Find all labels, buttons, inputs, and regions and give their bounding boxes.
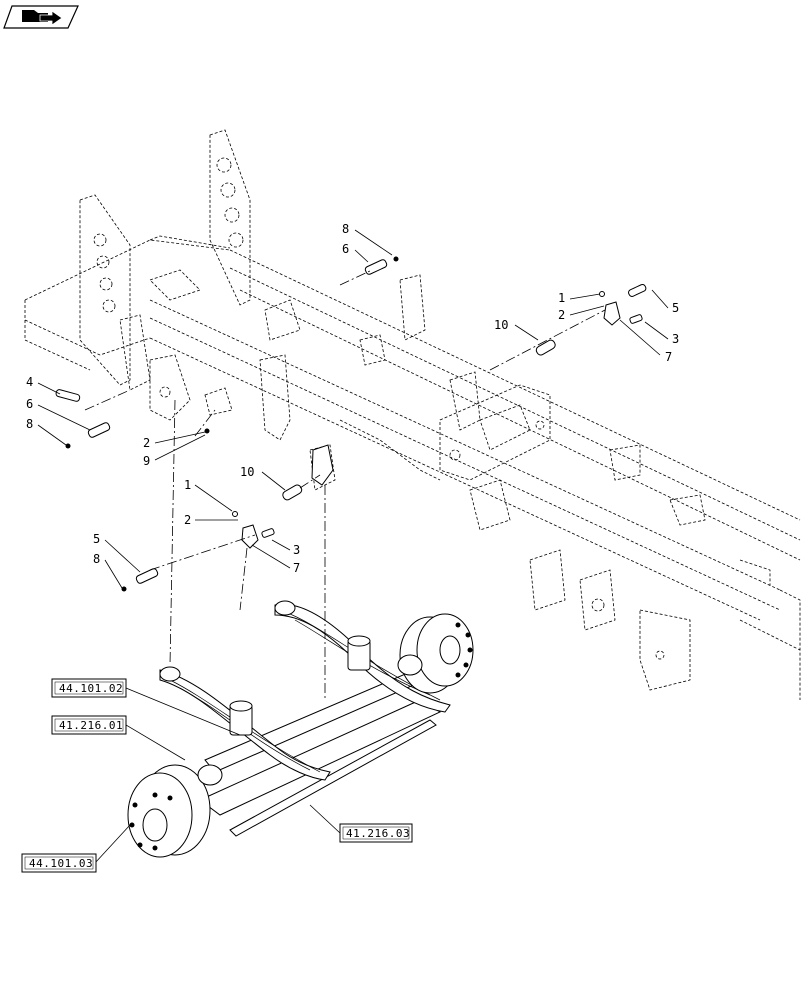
callout-7: 7	[665, 350, 672, 364]
ref-link-44-101-03[interactable]: 44.101.03	[21, 853, 97, 873]
callout-1: 1	[184, 478, 191, 492]
frame-outline	[24, 129, 801, 700]
callout-labels: 1 2 5 3 7 10 8 6 4 6 8 2 9 10 1 2 3 7 5 …	[26, 222, 679, 575]
parts-group-c	[121, 444, 334, 592]
callout-2: 2	[143, 436, 150, 450]
callout-10: 10	[494, 318, 508, 332]
callout-4: 4	[26, 375, 33, 389]
callout-9: 9	[143, 454, 150, 468]
ref-link-44-101-02[interactable]: 44.101.02	[51, 678, 127, 698]
callout-8: 8	[26, 417, 33, 431]
callout-3: 3	[293, 543, 300, 557]
ref-link-41-216-01[interactable]: 41.216.01	[51, 715, 127, 735]
ref-label: 41.216.01	[59, 719, 123, 732]
callout-leaders	[37, 229, 669, 864]
ref-label: 44.101.03	[29, 857, 93, 870]
callout-6: 6	[342, 242, 349, 256]
callout-8: 8	[342, 222, 349, 236]
callout-5: 5	[672, 301, 679, 315]
alignment-lines	[169, 399, 326, 700]
callout-2: 2	[558, 308, 565, 322]
parts-group-b	[55, 389, 216, 449]
callout-6: 6	[26, 397, 33, 411]
arrow-folder-icon[interactable]	[3, 5, 79, 29]
callout-5: 5	[93, 532, 100, 546]
callout-1: 1	[558, 291, 565, 305]
callout-10: 10	[240, 465, 254, 479]
callout-8: 8	[93, 552, 100, 566]
axle-assembly	[127, 600, 474, 858]
callout-7: 7	[293, 561, 300, 575]
reference-boxes: 44.101.02 41.216.01 41.216.03 44.101.03	[21, 678, 413, 873]
ref-link-41-216-03[interactable]: 41.216.03	[339, 823, 413, 843]
parts-group-a	[339, 256, 647, 371]
ref-label: 41.216.03	[346, 827, 410, 840]
callout-2: 2	[184, 513, 191, 527]
callout-3: 3	[672, 332, 679, 346]
ref-label: 44.101.02	[59, 682, 123, 695]
